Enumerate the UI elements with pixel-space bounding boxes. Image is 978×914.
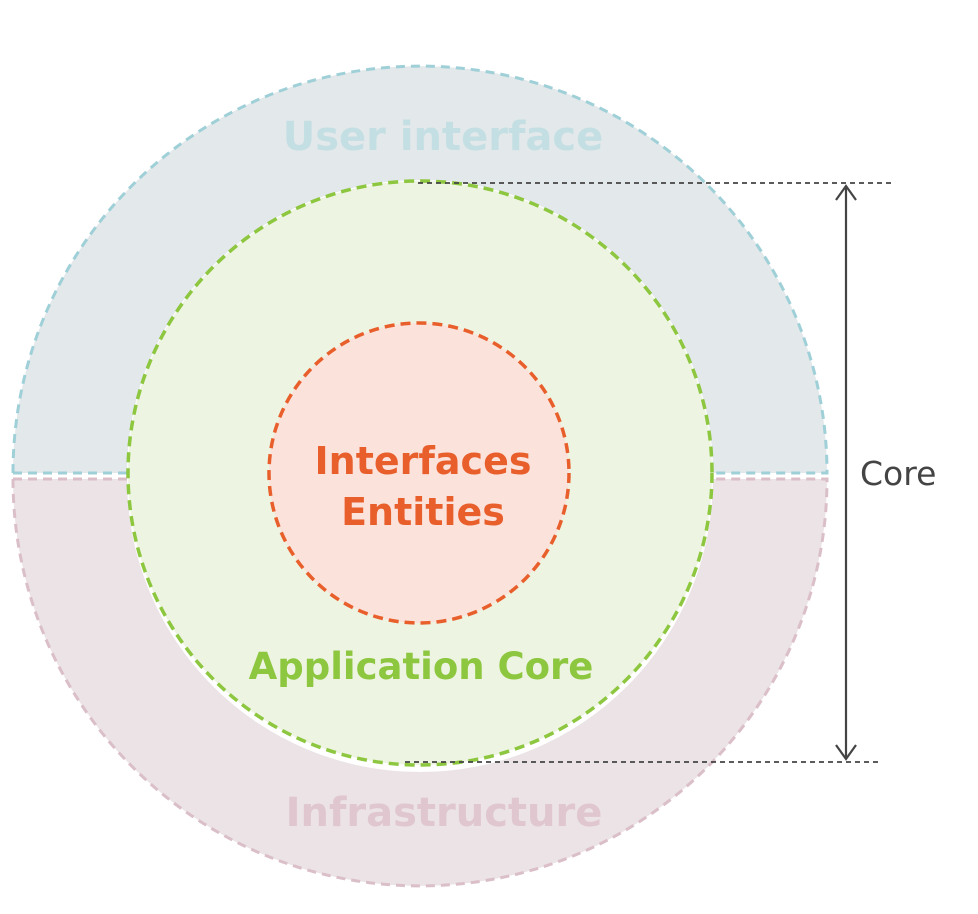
domain-border: [267, 321, 571, 625]
user-interface-layer: [13, 66, 827, 474]
domain-label-interfaces: Interfaces: [315, 439, 532, 483]
domain-layer: [269, 323, 569, 623]
infrastructure-layer: [13, 479, 827, 886]
core-arrow-bottom-head-icon: [835, 744, 857, 761]
application-core-border: [126, 179, 714, 767]
core-arrow-top-head-icon: [835, 184, 857, 201]
infrastructure-border: [11, 477, 829, 888]
user-interface-label: User interface: [283, 114, 603, 160]
user-interface-border: [11, 64, 829, 475]
application-core-label: Application Core: [249, 645, 594, 688]
core-bracket-label: Core: [860, 454, 936, 493]
infrastructure-label: Infrastructure: [286, 790, 603, 836]
domain-label-entities: Entities: [341, 490, 505, 534]
